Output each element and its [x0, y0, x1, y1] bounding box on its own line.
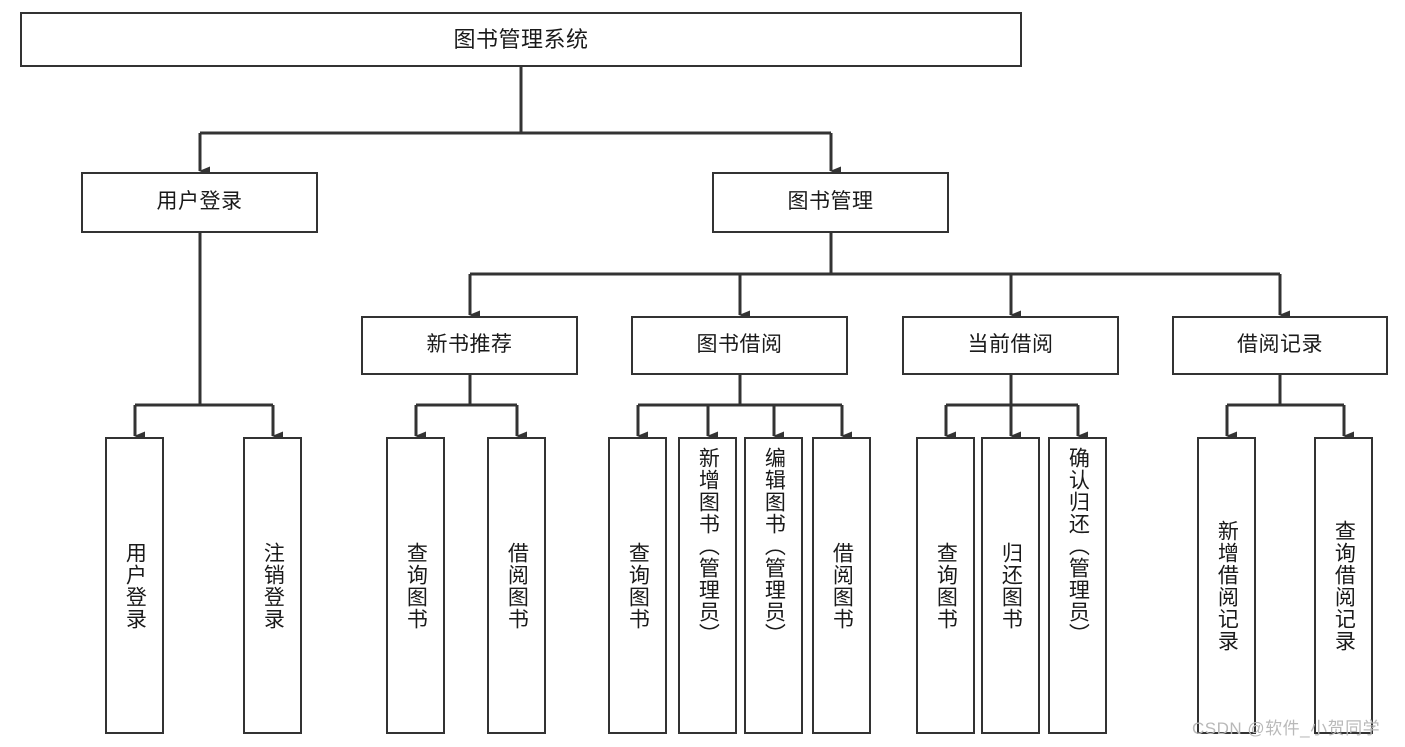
node-label-leaf-logout: 注销登录: [261, 541, 285, 630]
node-leaf-add-record[interactable]: 新增借阅记录: [1197, 437, 1256, 734]
node-leaf-query-book-cur[interactable]: 查询图书: [916, 437, 975, 734]
node-leaf-add-book[interactable]: 新增图书（管理员）: [678, 437, 737, 734]
node-label-leaf-add-record: 新增借阅记录: [1215, 519, 1239, 652]
node-leaf-return-book[interactable]: 归还图书: [981, 437, 1040, 734]
node-label-leaf-query-book-rec: 查询图书: [404, 541, 428, 630]
node-new-book-rec[interactable]: 新书推荐: [361, 316, 578, 375]
connector-lines: [133, 67, 1354, 441]
node-borrow-record[interactable]: 借阅记录: [1172, 316, 1388, 375]
node-leaf-edit-book[interactable]: 编辑图书（管理员）: [744, 437, 803, 734]
node-label-current-borrow: 当前借阅: [967, 333, 1054, 357]
node-label-user-login: 用户登录: [156, 190, 243, 214]
node-current-borrow[interactable]: 当前借阅: [902, 316, 1119, 375]
node-root[interactable]: 图书管理系统: [20, 12, 1022, 67]
node-leaf-query-book-rec[interactable]: 查询图书: [386, 437, 445, 734]
node-book-borrow[interactable]: 图书借阅: [631, 316, 848, 375]
node-leaf-user-login[interactable]: 用户登录: [105, 437, 164, 734]
node-leaf-logout[interactable]: 注销登录: [243, 437, 302, 734]
node-label-leaf-user-login: 用户登录: [123, 541, 147, 630]
node-label-book-borrow: 图书借阅: [696, 333, 783, 357]
node-label-leaf-query-record: 查询借阅记录: [1332, 519, 1356, 652]
node-leaf-borrow-book-rec[interactable]: 借阅图书: [487, 437, 546, 734]
node-book-manage[interactable]: 图书管理: [712, 172, 949, 233]
node-label-new-book-rec: 新书推荐: [426, 333, 513, 357]
node-leaf-query-book-borrow[interactable]: 查询图书: [608, 437, 667, 734]
node-leaf-borrow-book[interactable]: 借阅图书: [812, 437, 871, 734]
node-label-leaf-return-book: 归还图书: [999, 541, 1023, 630]
node-label-leaf-query-book-cur: 查询图书: [934, 541, 958, 630]
node-label-leaf-borrow-book-rec: 借阅图书: [505, 541, 529, 630]
node-label-leaf-confirm-return: 确认归还（管理员）: [1066, 447, 1090, 645]
node-label-book-manage: 图书管理: [787, 190, 874, 214]
node-label-leaf-edit-book: 编辑图书（管理员）: [762, 447, 786, 645]
node-user-login[interactable]: 用户登录: [81, 172, 318, 233]
node-leaf-query-record[interactable]: 查询借阅记录: [1314, 437, 1373, 734]
node-label-leaf-borrow-book: 借阅图书: [830, 541, 854, 630]
node-leaf-confirm-return[interactable]: 确认归还（管理员）: [1048, 437, 1107, 734]
node-label-borrow-record: 借阅记录: [1237, 333, 1323, 357]
node-label-leaf-add-book: 新增图书（管理员）: [696, 447, 720, 645]
node-label-leaf-query-book-borrow: 查询图书: [626, 541, 650, 630]
node-label-root: 图书管理系统: [453, 26, 589, 52]
